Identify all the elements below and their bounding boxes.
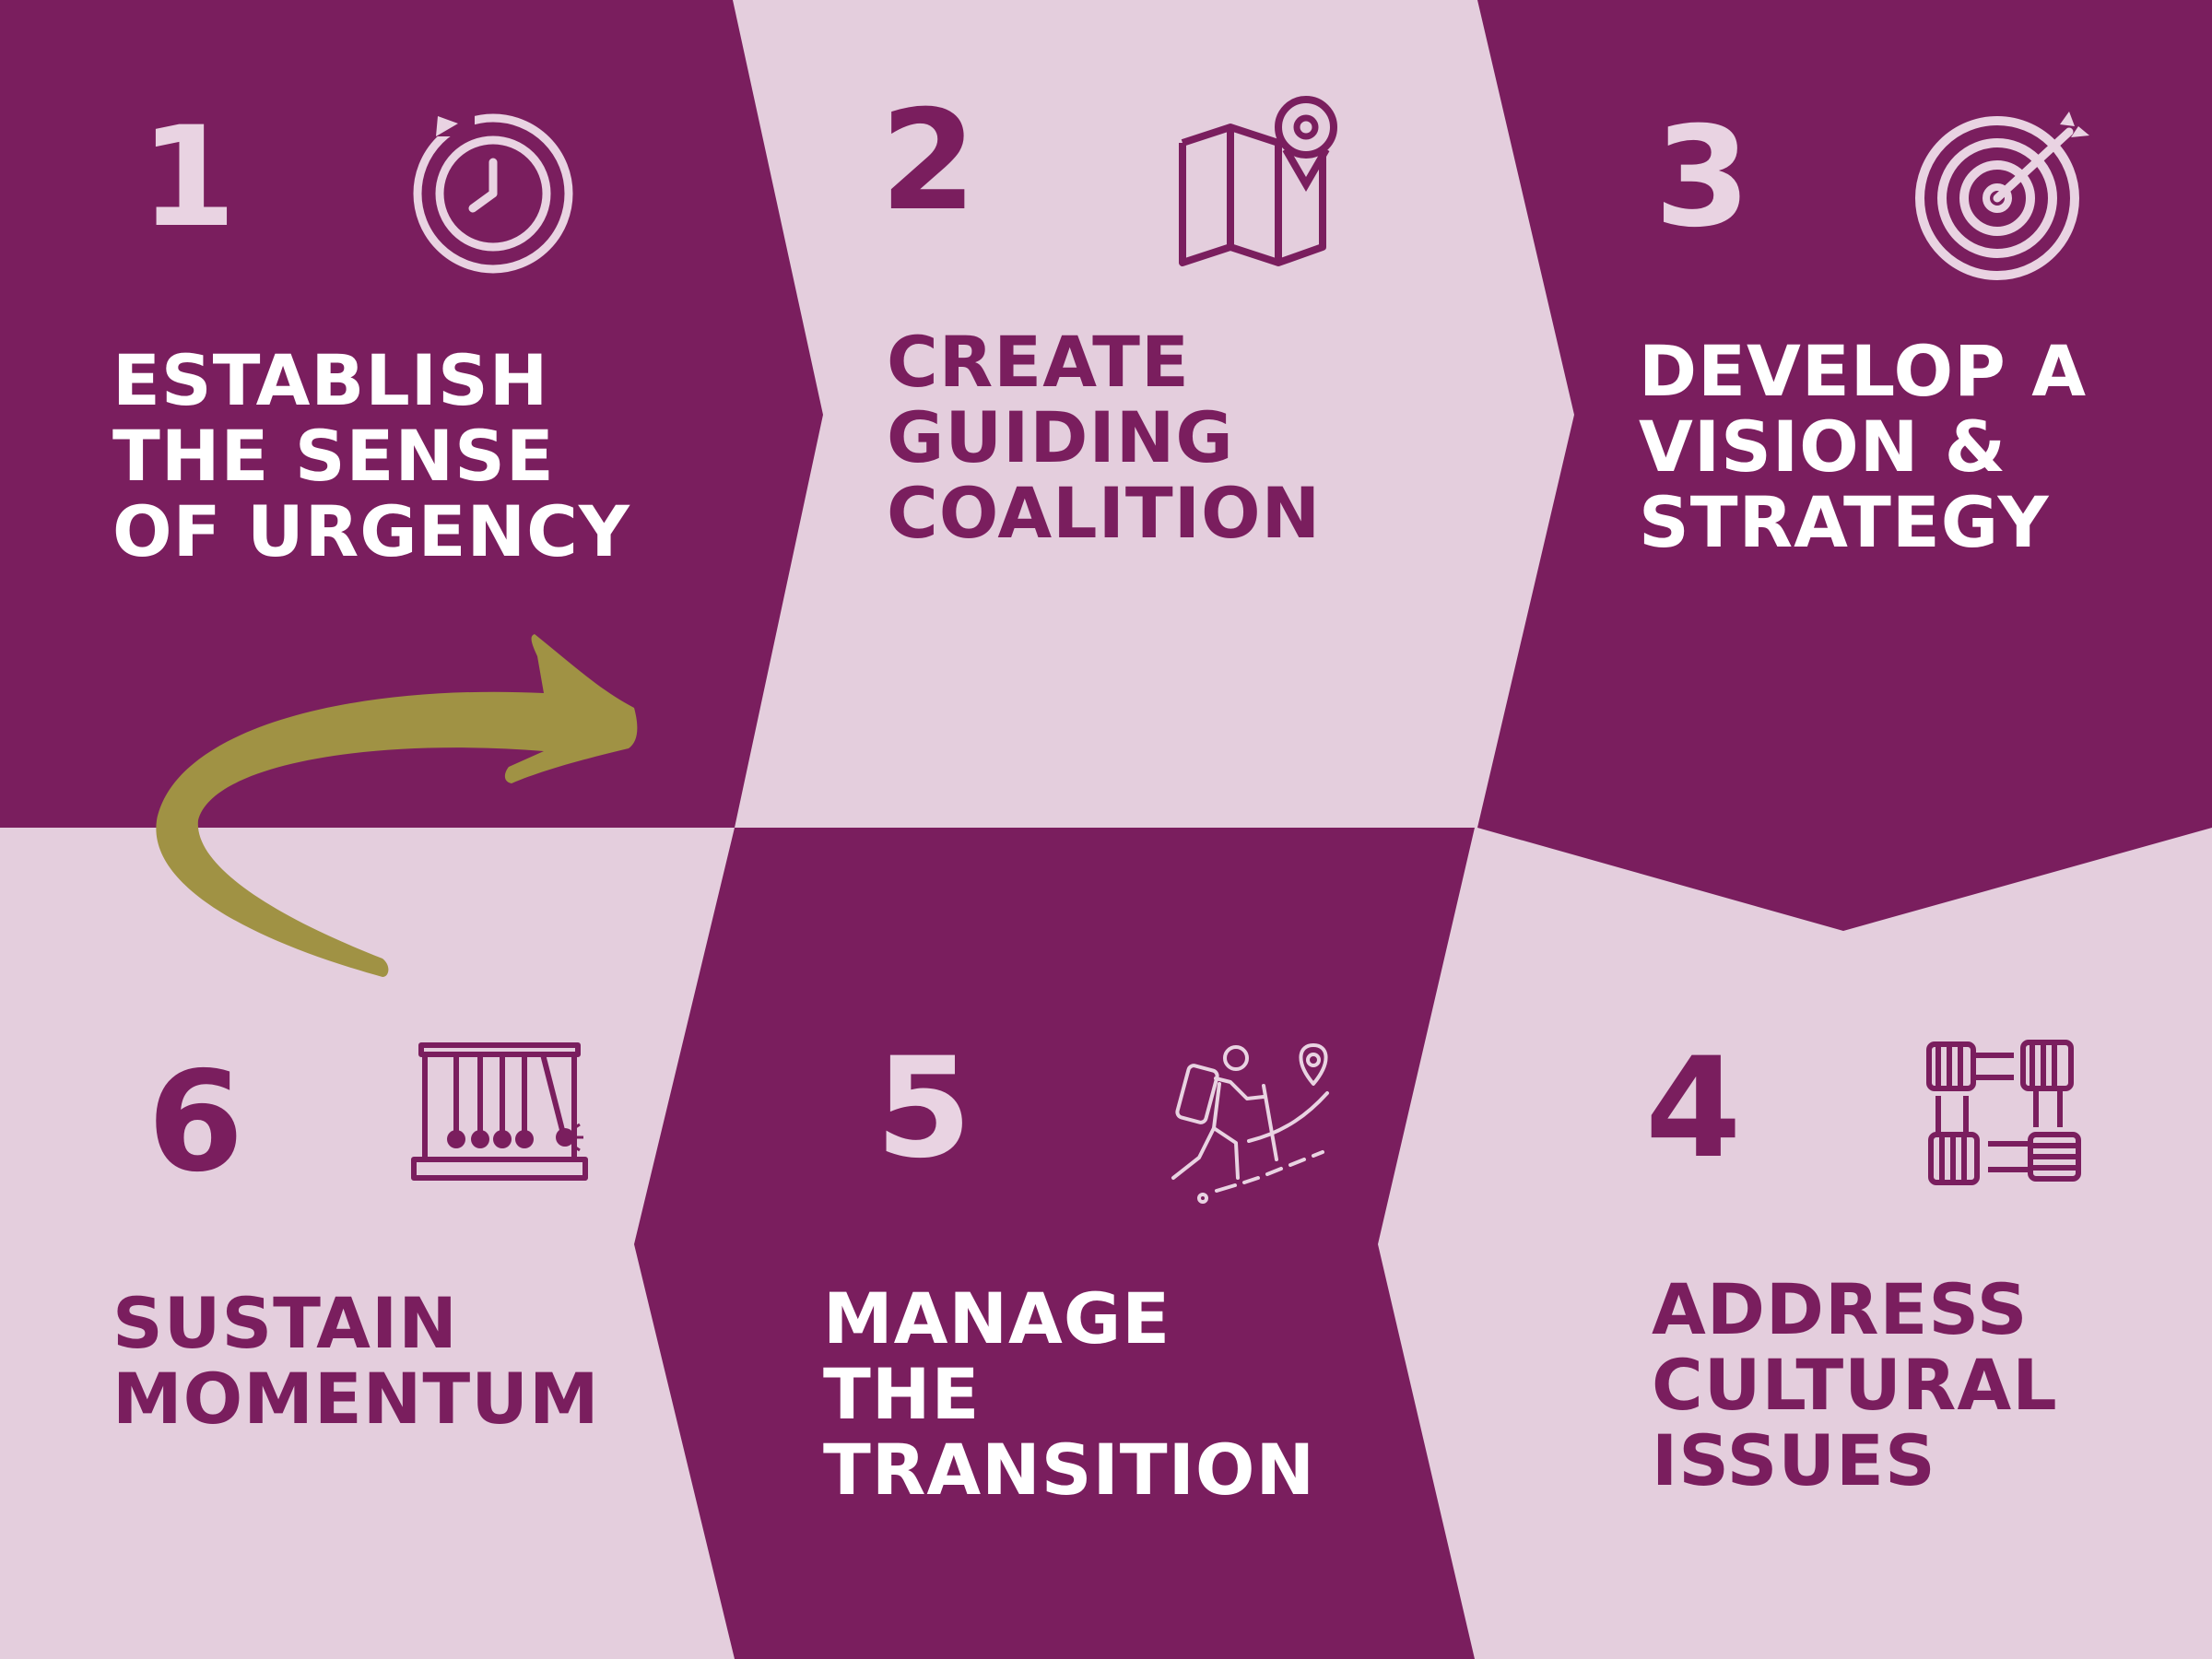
joined-hands-icon [1926, 1040, 2081, 1185]
step-3-number: 3 [1654, 98, 1751, 258]
panel-step-5 [634, 828, 1475, 1659]
step-2-title: CREATE GUIDING COALITION [887, 321, 1322, 554]
step-4-number: 4 [1645, 1029, 1742, 1189]
step-5-title: MANAGE THE TRANSITION [823, 1277, 1316, 1511]
map-pin-icon [1179, 96, 1337, 266]
step-3-title: DEVELOP A VISION & STRATEGY [1639, 330, 2088, 563]
step-6-title: SUSTAIN MOMENTUM [112, 1282, 600, 1440]
step-4-title: ADDRESS CULTURAL ISSUES [1652, 1268, 2058, 1501]
step-2-number: 2 [880, 81, 977, 241]
stopwatch-icon [413, 109, 573, 274]
target-arrow-icon [1915, 112, 2089, 280]
step-5-number: 5 [876, 1029, 972, 1189]
step-1-title: ESTABLISH THE SENSE OF URGENCY [112, 339, 630, 572]
panel-step-3 [1477, 0, 2212, 931]
step-6-number: 6 [147, 1042, 244, 1203]
hiker-icon [1171, 1043, 1329, 1204]
panel-step-1 [0, 0, 823, 828]
newtons-cradle-icon [411, 1042, 588, 1181]
step-1-number: 1 [140, 98, 237, 258]
